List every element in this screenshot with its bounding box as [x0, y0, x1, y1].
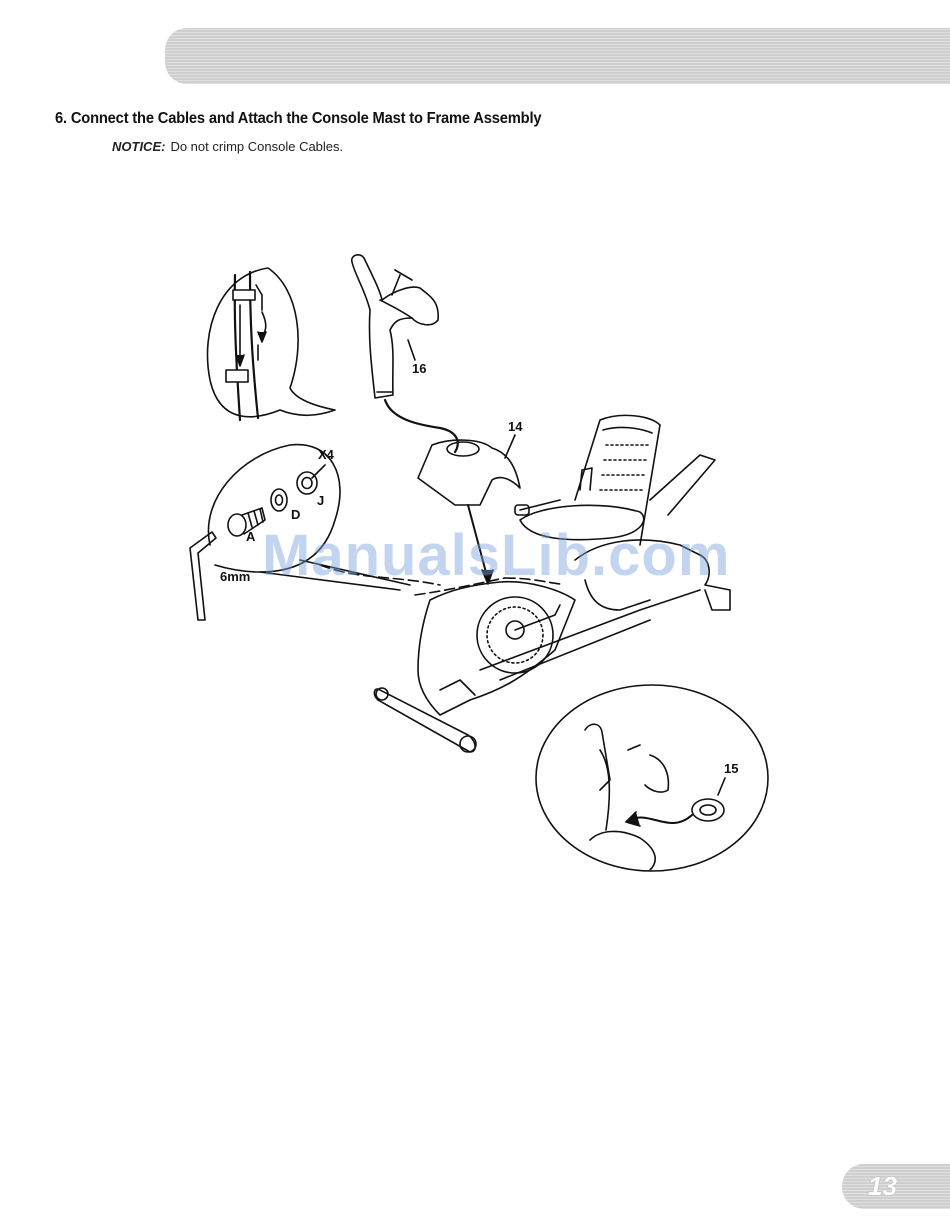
allen-wrench: [190, 532, 216, 620]
page-number: 13: [868, 1171, 897, 1202]
callout-6mm: 6mm: [220, 569, 250, 584]
callout-j: J: [317, 493, 324, 508]
callout-a: A: [246, 529, 256, 544]
watermark: ManualsLib.com: [262, 522, 730, 589]
page-tab: 13: [842, 1164, 950, 1209]
console-mast: [352, 255, 438, 398]
callout-16: 16: [412, 361, 426, 376]
console-shroud: [418, 440, 520, 505]
console-cable: [385, 400, 458, 452]
callout-x4: X4: [318, 447, 335, 462]
callout-15: 15: [724, 761, 738, 776]
cable-detail-callout: [207, 268, 335, 420]
spacer-detail-callout: [536, 685, 768, 871]
callout-d: D: [291, 507, 300, 522]
callout-14: 14: [508, 419, 523, 434]
